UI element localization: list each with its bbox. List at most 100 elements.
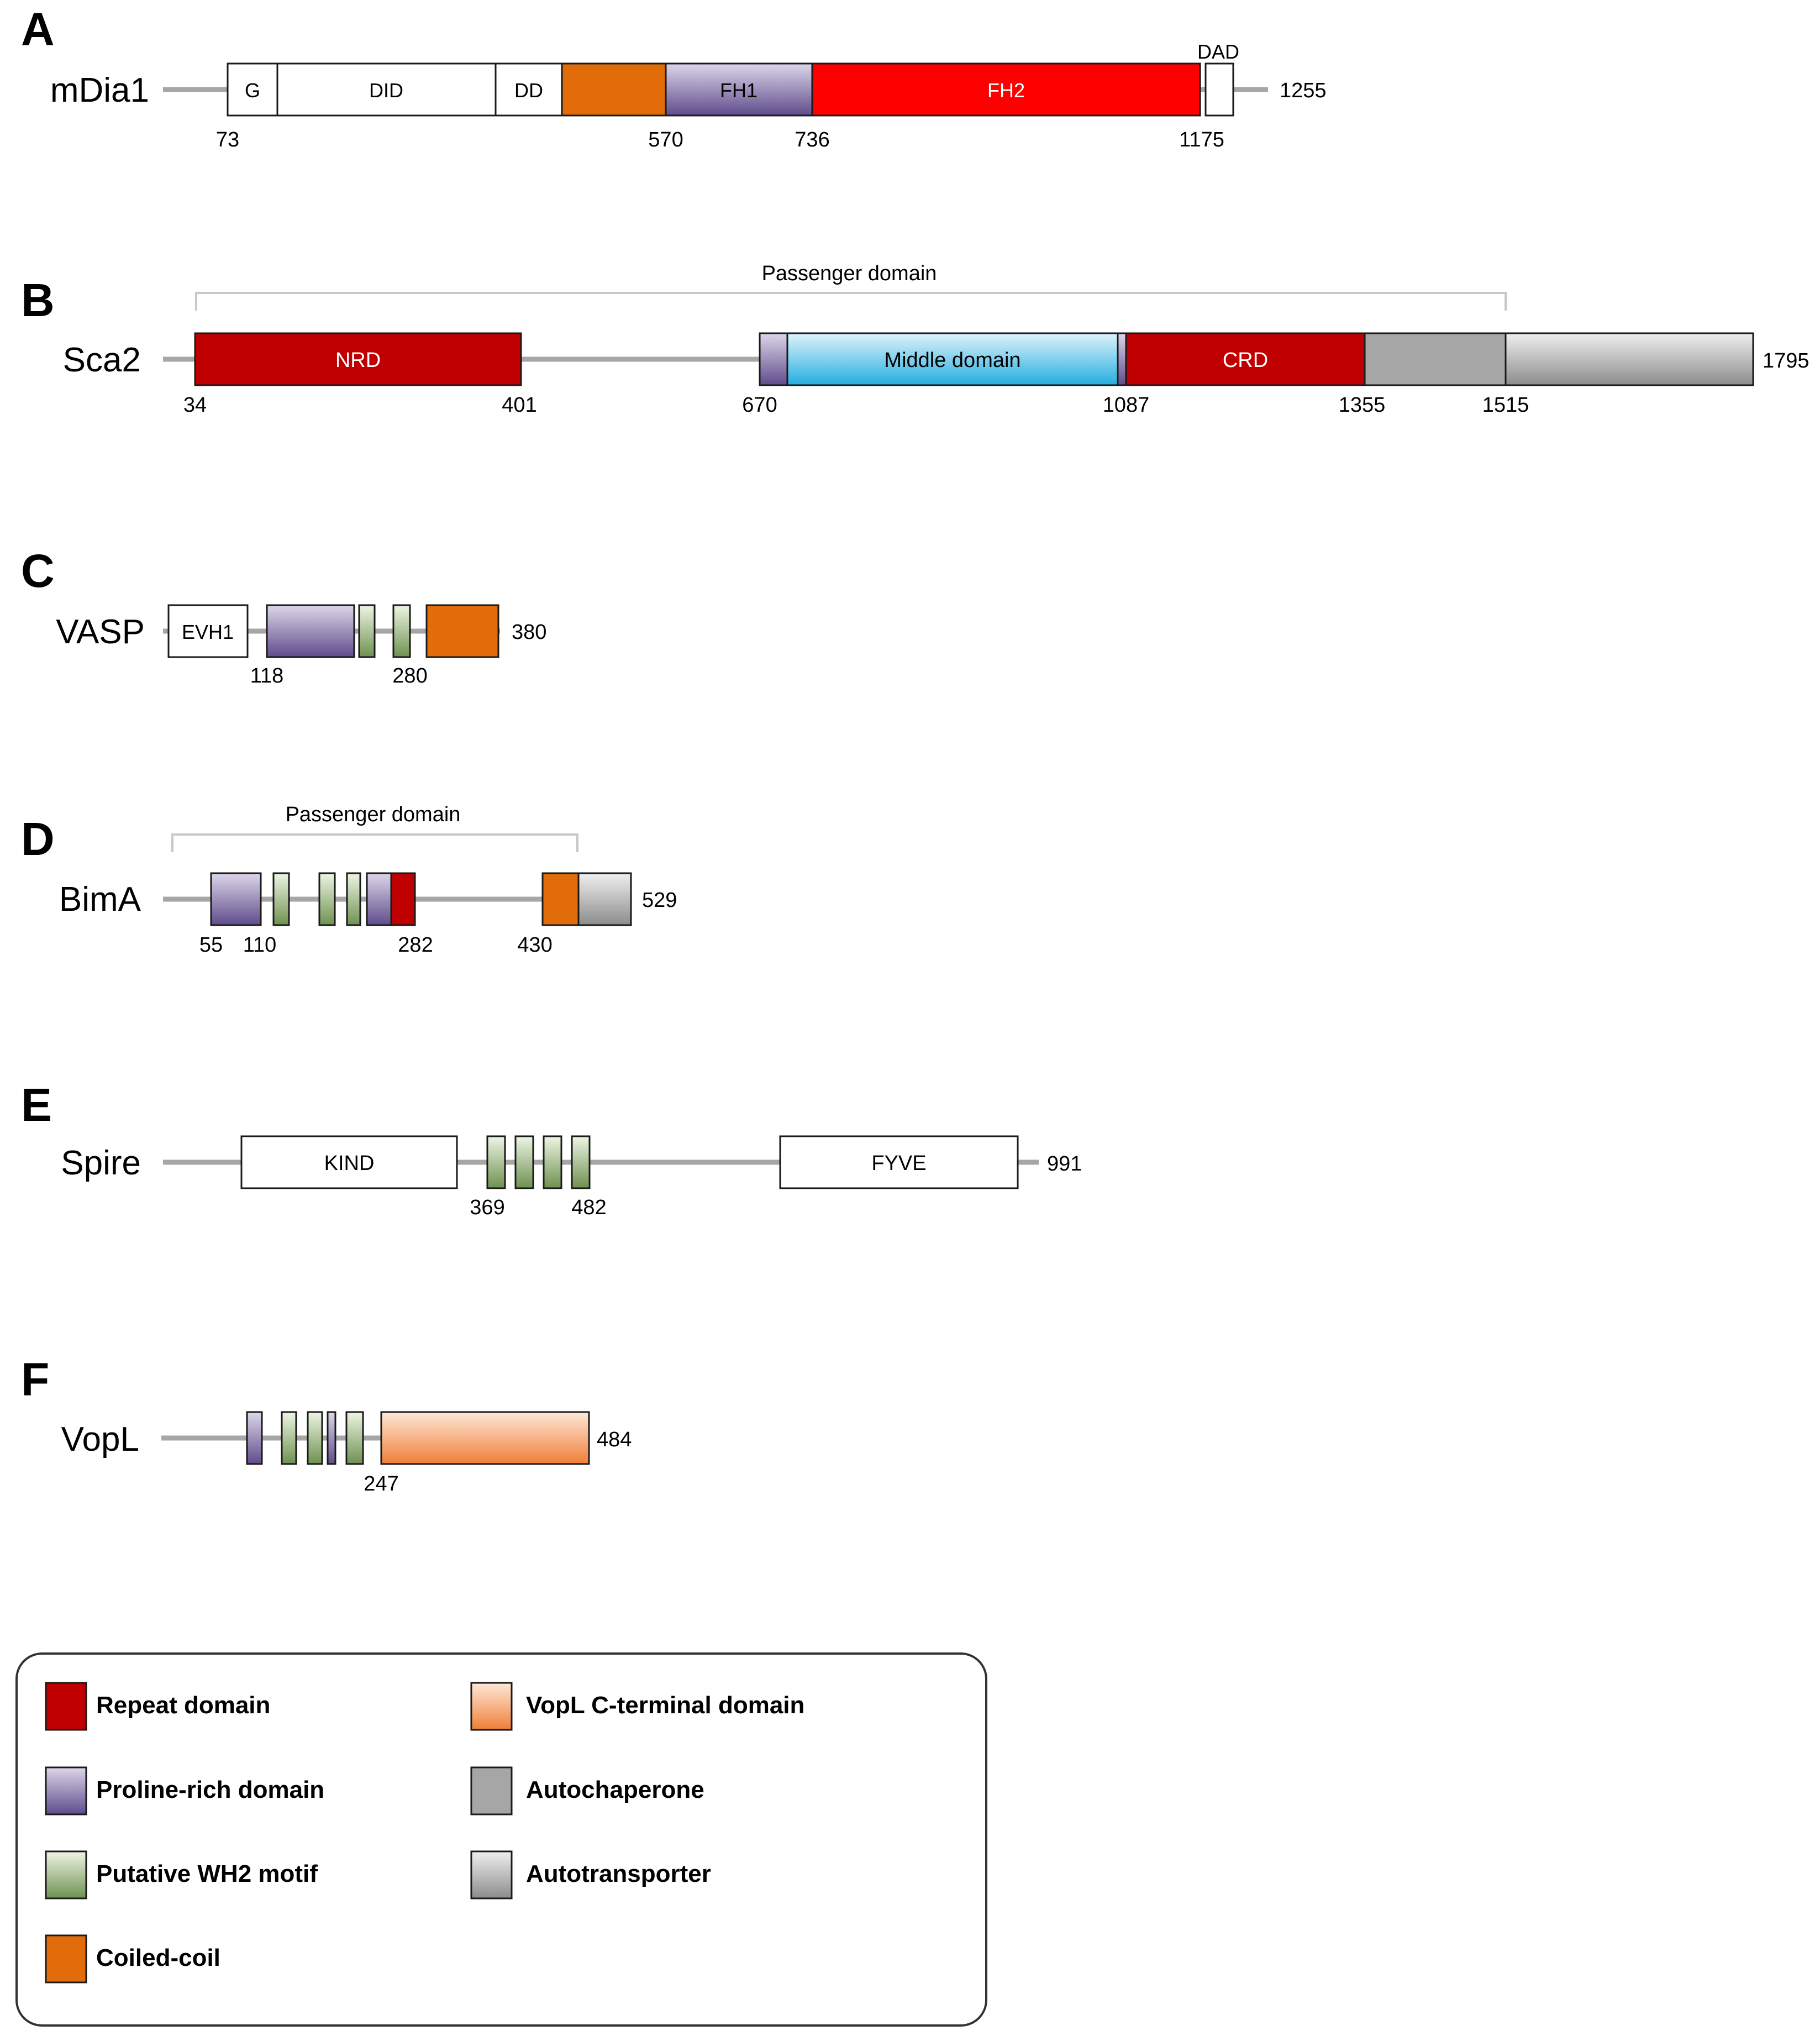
passenger-domain-label: Passenger domain — [286, 803, 461, 826]
dad-label: DAD — [1197, 40, 1239, 63]
position-label: 55 — [199, 933, 223, 957]
position-label: 401 — [502, 393, 536, 417]
domain-label-g: G — [245, 79, 260, 102]
protein-name: Sca2 — [63, 341, 141, 379]
domain-box-kind — [240, 1135, 458, 1189]
domain-box-proline-rich — [266, 604, 355, 658]
position-label: 482 — [571, 1196, 606, 1219]
domain-box-proline-rich — [210, 872, 262, 926]
domain-label-evh1: EVH1 — [182, 621, 234, 643]
domain-box-nrd — [194, 332, 522, 386]
domain-label-fyve: FYVE — [871, 1152, 926, 1175]
panel-f: F VopL 484 247 — [21, 1353, 632, 1495]
length-label: 991 — [1047, 1152, 1082, 1176]
domain-box-autotransporter — [577, 872, 632, 926]
position-label: 247 — [364, 1472, 398, 1495]
domain-box-middle — [786, 332, 1119, 386]
panel-e: E Spire KIND FYVE 991 369 482 — [21, 1079, 1082, 1219]
legend-label: Repeat domain — [96, 1692, 270, 1719]
domain-box-wh2 — [392, 604, 411, 658]
domain-box-wh2 — [346, 872, 361, 926]
domain-box-fyve — [779, 1135, 1019, 1189]
domain-label-nrd: NRD — [335, 349, 381, 372]
panel-letter: F — [21, 1353, 49, 1405]
domain-box-autotransporter — [1505, 332, 1754, 386]
legend-frame — [15, 1652, 987, 2027]
domain-box-coiled-coil — [561, 62, 667, 117]
position-label: 110 — [243, 933, 277, 957]
domain-box-wh2 — [358, 604, 376, 658]
domain-box-wh2 — [486, 1135, 506, 1189]
domain-box-wh2 — [281, 1411, 297, 1465]
domain-label-kind: KIND — [324, 1152, 375, 1175]
domain-box-crd — [1125, 332, 1366, 386]
legend-swatch-vopl-c-terminal — [470, 1682, 513, 1731]
position-label: 73 — [216, 128, 239, 151]
domain-box-wh2 — [272, 872, 290, 926]
domain-box-coiled-coil — [541, 872, 580, 926]
domain-box-vopl-c-terminal — [380, 1411, 590, 1465]
position-label: 570 — [648, 128, 683, 151]
length-label: 529 — [642, 889, 677, 912]
position-label: 34 — [183, 393, 207, 417]
domain-box-proline-rich — [327, 1411, 336, 1465]
protein-name: mDia1 — [50, 71, 149, 109]
legend-swatch-repeat — [45, 1682, 87, 1731]
domain-box-fh2 — [811, 62, 1201, 117]
domain-label-dd: DD — [514, 79, 543, 102]
position-label: 369 — [470, 1196, 504, 1219]
position-label: 736 — [795, 128, 829, 151]
panel-d: D Passenger domain BimA 529 55 110 282 4… — [21, 803, 677, 957]
legend-label: VopL C-terminal domain — [526, 1692, 804, 1719]
domain-box-repeat — [390, 872, 416, 926]
domain-box-dd — [495, 62, 563, 117]
position-label: 430 — [517, 933, 552, 957]
domain-box-wh2 — [307, 1411, 323, 1465]
domain-box-wh2 — [345, 1411, 364, 1465]
legend-swatch-autochaperone — [470, 1766, 513, 1815]
length-label: 484 — [597, 1428, 632, 1451]
protein-name: BimA — [59, 880, 141, 919]
length-label: 1795 — [1763, 349, 1810, 372]
length-label: 1255 — [1280, 79, 1327, 102]
protein-name: VopL — [61, 1420, 139, 1458]
position-label: 280 — [392, 664, 427, 688]
position-label: 1515 — [1482, 393, 1529, 417]
domain-label-fh2: FH2 — [987, 79, 1025, 102]
legend-label: Proline-rich domain — [96, 1776, 324, 1803]
panel-a: A mDia1 G DID DD FH1 FH2 DAD 1255 73 570… — [21, 3, 1327, 151]
legend-swatch-coiled-coil — [45, 1934, 87, 1983]
position-label: 282 — [398, 933, 433, 957]
position-label: 1175 — [1179, 128, 1224, 151]
protein-name: VASP — [56, 613, 145, 651]
panel-letter: D — [21, 813, 55, 865]
panel-b: B Passenger domain Sca2 NRD Middle domai… — [21, 262, 1810, 417]
passenger-domain-label: Passenger domain — [762, 262, 937, 285]
domain-box-proline-rich — [366, 872, 392, 926]
panel-letter: B — [21, 274, 55, 326]
legend-label: Autotransporter — [526, 1860, 711, 1887]
domain-label-fh1: FH1 — [720, 79, 758, 102]
domain-box-wh2 — [514, 1135, 534, 1189]
legend-swatch-autotransporter — [470, 1850, 513, 1899]
legend-label: Putative WH2 motif — [96, 1860, 318, 1887]
length-label: 380 — [512, 621, 546, 644]
domain-box-proline-rich — [246, 1411, 263, 1465]
legend-swatch-wh2 — [45, 1850, 87, 1899]
domain-box-wh2 — [318, 872, 336, 926]
panel-c: C VASP EVH1 380 118 280 — [21, 545, 546, 688]
legend-label: Autochaperone — [526, 1776, 704, 1803]
panel-letter: E — [21, 1079, 52, 1131]
panel-letter: C — [21, 545, 55, 597]
legend-label: Coiled-coil — [96, 1944, 220, 1971]
domain-box-dad — [1204, 62, 1234, 117]
passenger-domain-bracket — [195, 292, 1507, 311]
position-label: 118 — [250, 664, 284, 688]
domain-label-did: DID — [369, 79, 403, 102]
domain-box-evh1 — [167, 604, 249, 658]
domain-box-wh2 — [543, 1135, 562, 1189]
domain-label-crd: CRD — [1223, 349, 1268, 372]
domain-label-middle: Middle domain — [884, 349, 1021, 372]
domain-box-proline-rich — [1117, 332, 1127, 386]
